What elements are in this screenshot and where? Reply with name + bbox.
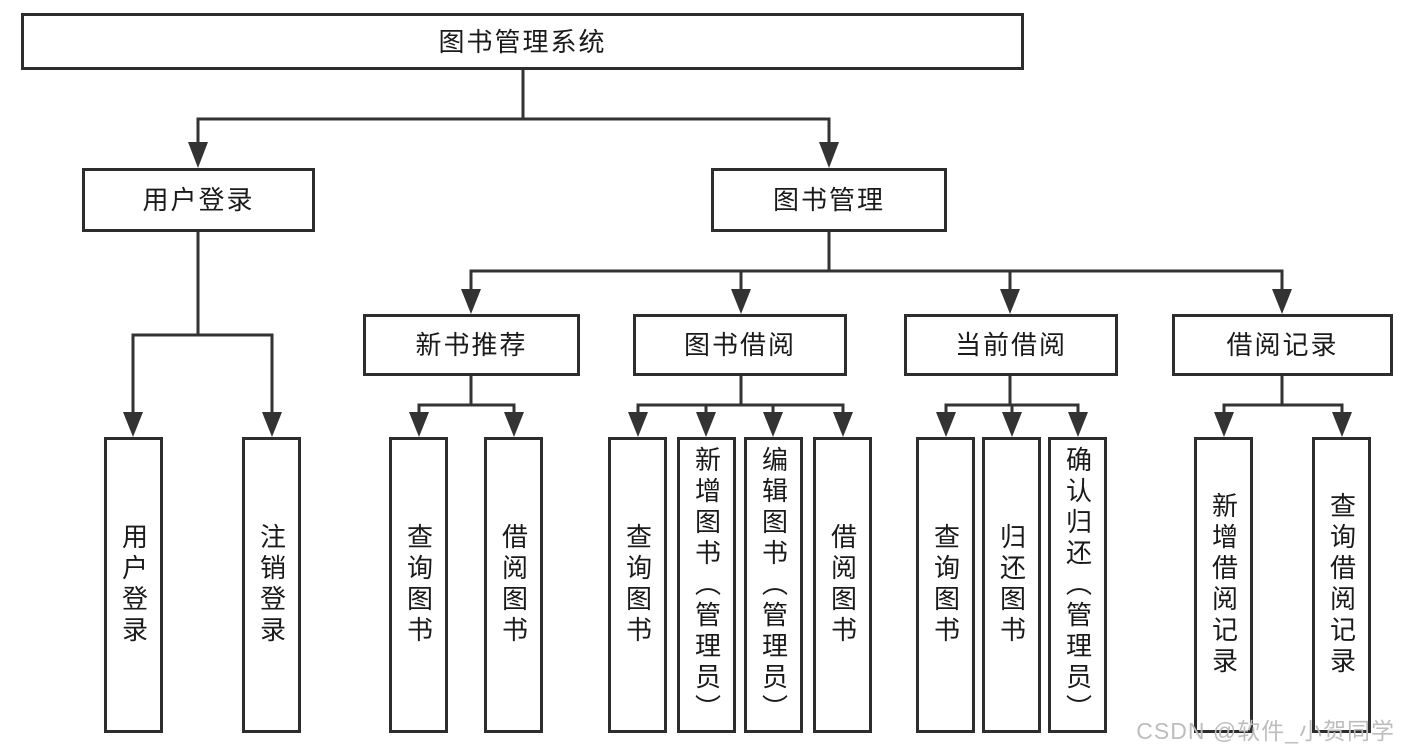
csdn-watermark: CSDN @软件_小贺同学	[1136, 718, 1395, 744]
arrow-icon	[1002, 412, 1022, 437]
leaf-logout-label: 注销登录	[256, 523, 287, 647]
arrow-icon	[504, 412, 524, 437]
connector-book-management	[469, 230, 1284, 293]
leaf-query-borrow-record: 查询借阅记录	[1312, 437, 1371, 733]
arrow-icon	[1272, 289, 1292, 314]
leaf-query-books-current-label: 查询图书	[930, 523, 961, 647]
arrow-icon	[188, 142, 208, 168]
leaf-query-borrow-record-label: 查询借阅记录	[1326, 492, 1357, 678]
connector-user-login	[131, 230, 274, 416]
arrow-icon	[123, 412, 143, 437]
arrow-icon	[819, 142, 839, 168]
arrow-icon	[833, 412, 853, 437]
node-book-borrow: 图书借阅	[633, 314, 847, 376]
node-library-system: 图书管理系统	[21, 13, 1024, 70]
connector-book-borrow	[636, 374, 845, 416]
arrow-icon	[731, 289, 751, 314]
leaf-add-borrow-record: 新增借阅记录	[1194, 437, 1253, 733]
leaf-confirm-return-admin: 确认归还（管理员）	[1048, 437, 1107, 733]
leaf-query-books-recommend-label: 查询图书	[403, 523, 434, 647]
node-borrow-records: 借阅记录	[1172, 314, 1393, 376]
arrow-icon	[262, 412, 282, 437]
node-book-management: 图书管理	[711, 168, 947, 232]
arrow-icon	[696, 412, 716, 437]
leaf-user-login-label: 用户登录	[118, 523, 149, 647]
arrow-icon	[1068, 412, 1088, 437]
node-user-login: 用户登录	[82, 168, 315, 232]
arrow-icon	[461, 289, 481, 314]
leaf-query-books-borrow-label: 查询图书	[622, 523, 653, 647]
node-current-borrow: 当前借阅	[904, 314, 1118, 376]
leaf-borrow-books-recommend: 借阅图书	[484, 437, 543, 733]
connector-borrow-records	[1222, 374, 1344, 416]
leaf-borrow-books-label: 借阅图书	[827, 523, 858, 647]
leaf-add-borrow-record-label: 新增借阅记录	[1208, 492, 1239, 678]
node-new-book-recommend: 新书推荐	[363, 314, 580, 376]
leaf-query-books-borrow: 查询图书	[608, 437, 667, 733]
leaf-query-books-current: 查询图书	[916, 437, 975, 733]
leaf-add-book-admin: 新增图书（管理员）	[677, 437, 736, 733]
arrow-icon	[1214, 412, 1234, 437]
arrow-icon	[409, 412, 429, 437]
connector-root	[196, 68, 831, 146]
leaf-return-book: 归还图书	[982, 437, 1041, 733]
connector-current-borrow	[944, 374, 1080, 416]
connector-new-book-recommend	[417, 374, 516, 416]
leaf-user-login: 用户登录	[104, 437, 163, 733]
arrow-icon	[628, 412, 648, 437]
arrow-icon	[763, 412, 783, 437]
leaf-logout: 注销登录	[242, 437, 301, 733]
leaf-query-books-recommend: 查询图书	[389, 437, 448, 733]
arrow-icon	[1332, 412, 1352, 437]
leaf-return-book-label: 归还图书	[996, 523, 1027, 647]
leaf-add-book-admin-label: 新增图书（管理员）	[691, 445, 722, 725]
arrow-icon	[936, 412, 956, 437]
leaf-confirm-return-admin-label: 确认归还（管理员）	[1062, 445, 1093, 725]
arrow-icon	[1000, 289, 1020, 314]
leaf-edit-book-admin: 编辑图书（管理员）	[744, 437, 803, 733]
leaf-borrow-books-recommend-label: 借阅图书	[498, 523, 529, 647]
leaf-edit-book-admin-label: 编辑图书（管理员）	[758, 445, 789, 725]
leaf-borrow-books: 借阅图书	[813, 437, 872, 733]
